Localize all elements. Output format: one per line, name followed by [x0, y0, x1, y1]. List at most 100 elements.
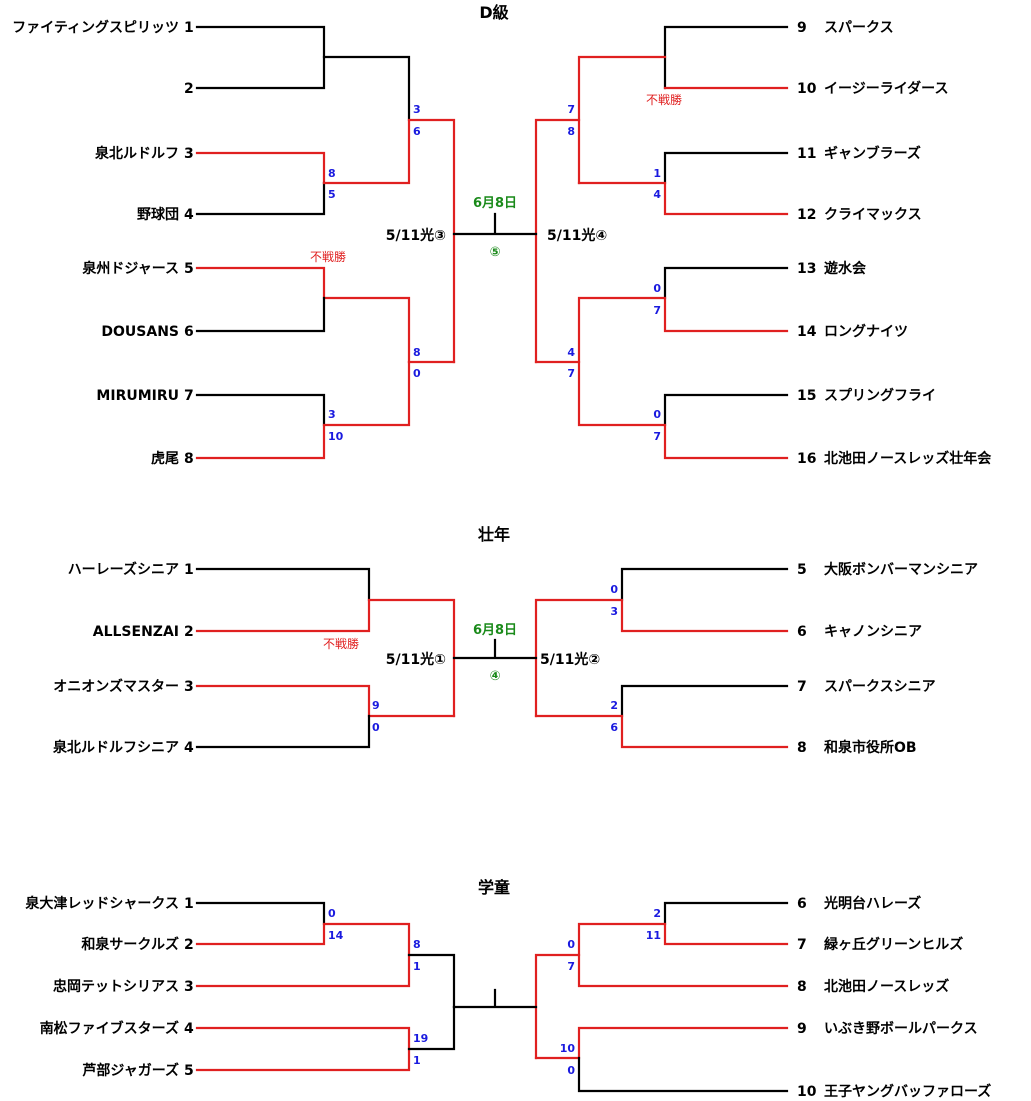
team-name: DOUSANS [101, 324, 179, 340]
score: 1 [413, 1054, 421, 1067]
bracket-line [663, 151, 789, 185]
score: 3 [413, 103, 421, 116]
seed-number: 16 [797, 451, 816, 467]
team-name: 和泉サークルズ [81, 936, 179, 953]
team-name: スパークス [824, 20, 894, 36]
seed-number: 3 [184, 979, 194, 995]
final-game-number: ⑤ [489, 245, 500, 260]
team-name: スプリングフライ [824, 387, 936, 404]
score: 3 [610, 605, 618, 618]
seed-number: 6 [797, 624, 807, 640]
team-name: オニオンズマスター [53, 678, 179, 695]
bracket-line [577, 1056, 789, 1093]
seed-number: 2 [184, 624, 194, 640]
team-name: キャノンシニア [824, 624, 922, 640]
senior-bracket: 壮年 ハーレーズシニア 1 ALLSENZAI 2 オニオンズマスター 3 泉北… [53, 525, 978, 756]
seed-number: 5 [184, 261, 194, 277]
d-class-title: D級 [479, 3, 508, 22]
final-connector [452, 638, 538, 660]
bracket-line [534, 598, 789, 718]
seed-number: 8 [797, 979, 807, 995]
seed-number: 1 [184, 562, 194, 578]
seed-number: 15 [797, 388, 816, 404]
seed-number: 8 [184, 451, 194, 467]
semi-schedule: 5/11光② [540, 651, 600, 668]
bracket-line [577, 55, 667, 185]
team-name: 光明台ハレーズ [823, 895, 921, 912]
seed-number: 2 [184, 81, 194, 97]
team-name: 大阪ボンバーマンシニア [824, 561, 978, 578]
bracket-line [195, 567, 371, 602]
seed-number: 7 [184, 388, 194, 404]
bracket-line [195, 266, 411, 364]
seed-number: 10 [797, 81, 817, 97]
bracket-line [195, 393, 326, 427]
bracket-line [534, 714, 789, 749]
score: 8 [328, 167, 336, 180]
semi-schedule: 5/11光④ [547, 227, 607, 244]
team-name: 王子ヤングバッファローズ [824, 1083, 991, 1100]
score: 1 [413, 960, 421, 973]
team-name: ALLSENZAI [93, 624, 179, 640]
seed-number: 4 [184, 1021, 194, 1037]
team-name: 虎尾 [151, 450, 179, 467]
seed-number: 3 [184, 146, 194, 162]
bracket-line [195, 181, 326, 216]
bracket-line [195, 25, 326, 90]
bracket-line [577, 181, 789, 216]
bracket-line [577, 296, 789, 364]
seed-number: 6 [184, 324, 194, 340]
junior-title: 学童 [478, 878, 510, 897]
semi-schedule: 5/11光① [386, 651, 446, 668]
bracket-line [195, 151, 326, 185]
score: 10 [328, 430, 344, 443]
score: 14 [328, 929, 344, 942]
senior-title: 壮年 [478, 525, 510, 544]
score: 5 [328, 188, 336, 201]
team-name: ギャンブラーズ [824, 145, 921, 162]
seed-number: 10 [797, 1084, 817, 1100]
score: 6 [610, 721, 618, 734]
bracket-line [534, 360, 789, 460]
bracket-line [195, 714, 371, 749]
walkover-label: 不戦勝 [323, 636, 359, 651]
seed-number: 11 [797, 146, 816, 162]
seed-number: 1 [184, 20, 194, 36]
team-name: 泉北ルドルフ [95, 145, 179, 162]
bracket-line [620, 684, 789, 718]
seed-number: 8 [797, 740, 807, 756]
final-date: 6月8日 [473, 196, 517, 211]
score: 10 [560, 1042, 576, 1055]
bracket-line [195, 922, 411, 988]
team-name: 野球団 [137, 206, 179, 223]
score: 19 [413, 1032, 428, 1045]
bracket-line [663, 393, 789, 427]
team-name: 遊水会 [824, 260, 867, 277]
bracket-line [663, 266, 789, 300]
score: 7 [567, 960, 575, 973]
score: 8 [413, 938, 421, 951]
team-name: 忠岡テットシリアス [53, 979, 179, 995]
score: 7 [567, 103, 575, 116]
bracket-line [534, 118, 581, 364]
bracket-line [407, 953, 456, 1009]
bracket-line [195, 360, 411, 460]
score: 0 [567, 938, 575, 951]
score: 0 [372, 721, 380, 734]
score: 0 [653, 408, 661, 421]
bracket-line [322, 118, 456, 364]
bracket-line [534, 1026, 789, 1060]
seed-number: 12 [797, 207, 816, 223]
bracket-line [195, 598, 456, 718]
score: 0 [413, 367, 421, 380]
seed-number: 4 [184, 207, 194, 223]
bracket-line [195, 1026, 411, 1072]
bracket-line [322, 55, 411, 122]
team-name: クライマックス [824, 207, 922, 223]
bracket-line [620, 567, 789, 602]
junior-bracket: 学童 泉大津レッドシャークス 1 和泉サークルズ 2 忠岡テットシリアス 3 南… [25, 878, 991, 1100]
final-date: 6月8日 [473, 623, 517, 638]
team-name: スパークスシニア [824, 679, 936, 695]
score: 11 [646, 929, 661, 942]
seed-number: 5 [184, 1063, 194, 1079]
